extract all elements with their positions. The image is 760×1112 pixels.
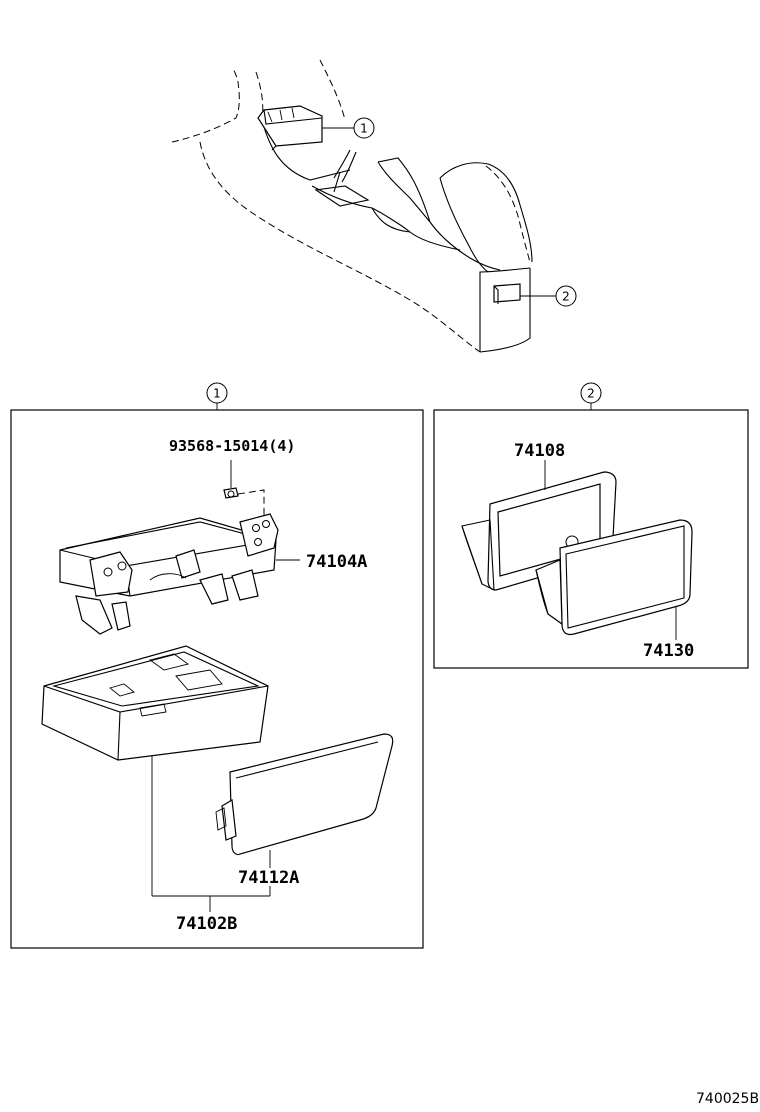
box-part-label: 74130: [643, 641, 694, 661]
section-2-frame: [433, 409, 749, 669]
bracket-part-label: 74104A: [306, 552, 367, 572]
box-part: [535, 519, 693, 640]
section-1: 1: [10, 382, 424, 949]
section-2-callout-text: 2: [587, 387, 595, 401]
section-2: 2 74108 74130: [433, 382, 749, 669]
callout-2-overview: [555, 285, 577, 307]
screw-part: [223, 460, 265, 516]
assembly-part-label: 74102B: [176, 914, 237, 934]
callout-2-overview-text: 2: [562, 290, 570, 304]
section-1-frame: [10, 409, 424, 949]
callout-1-overview-text: 1: [360, 122, 368, 136]
bracket-part: [59, 513, 300, 635]
callout-1-overview: [353, 117, 375, 139]
console-overview: 1 2: [171, 59, 577, 353]
lid-part: [215, 733, 394, 896]
lid-part-label: 74112A: [238, 868, 299, 888]
screw-part-label: 93568-15014(4): [169, 437, 295, 455]
frame-part-label: 74108: [514, 441, 565, 461]
figure-code: 740025B: [696, 1091, 759, 1107]
section-1-callout-text: 1: [213, 387, 221, 401]
tray-part: [41, 645, 270, 897]
